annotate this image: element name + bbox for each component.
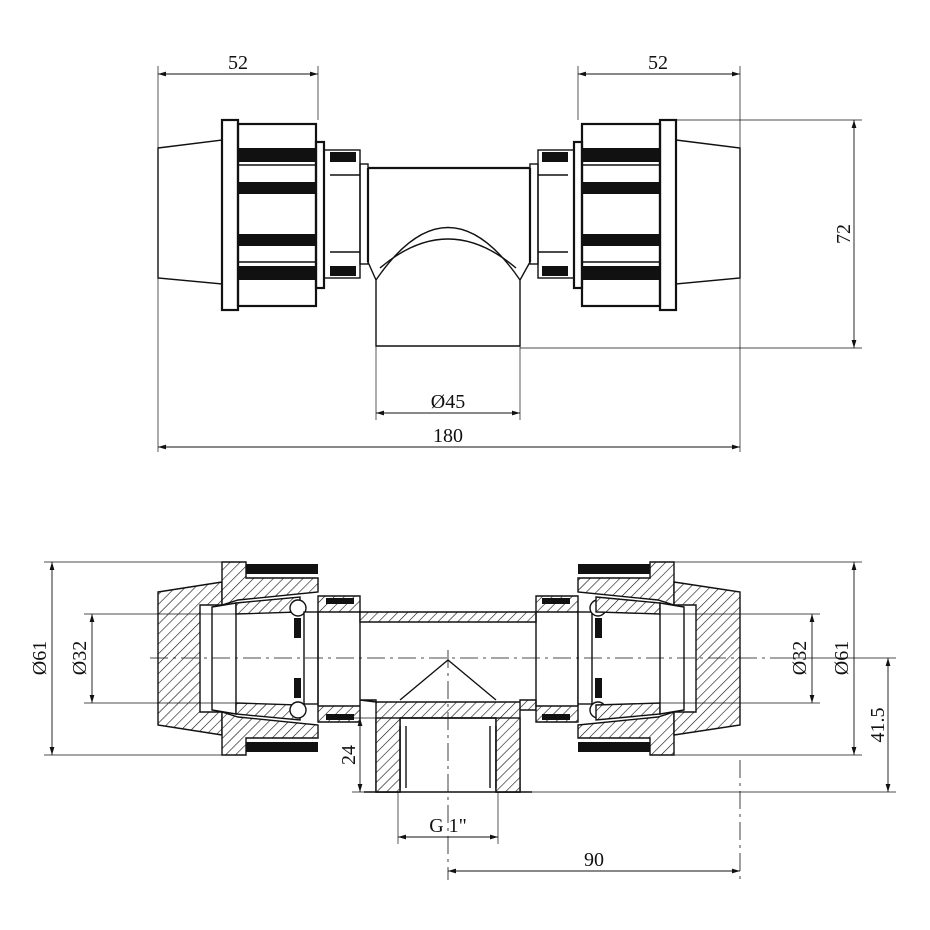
- dim-thread-size: G 1": [429, 815, 467, 837]
- right-compression-fitting: [529, 118, 741, 312]
- left-section-nut: [157, 561, 361, 756]
- dim-right-inner-diameter: Ø32: [789, 641, 811, 675]
- top-view-dimensions: 52 52 72 Ø45 180: [157, 52, 862, 452]
- dim-half-length: 90: [584, 849, 604, 871]
- right-section-nut: [535, 561, 741, 756]
- dim-top-right-width: 52: [648, 52, 668, 74]
- dim-branch-height: 24: [338, 745, 360, 765]
- top-view: 52 52 72 Ø45 180: [157, 52, 862, 452]
- dim-top-total-length: 180: [433, 425, 463, 447]
- section-view-dimensions: Ø61 Ø32 Ø32 Ø61 41.5 24 G 1" 90: [29, 561, 896, 874]
- tee-body: [366, 166, 532, 347]
- dim-right-outer-diameter: Ø61: [831, 641, 853, 675]
- dim-left-outer-diameter: Ø61: [29, 641, 51, 675]
- section-view: Ø61 Ø32 Ø32 Ø61 41.5 24 G 1" 90: [29, 561, 896, 880]
- dim-top-branch-diameter: Ø45: [431, 391, 465, 413]
- dim-top-height: 72: [833, 224, 855, 244]
- dim-left-inner-diameter: Ø32: [69, 641, 91, 675]
- dim-center-height: 41.5: [867, 708, 889, 743]
- left-compression-fitting: [157, 118, 369, 312]
- dim-top-left-width: 52: [228, 52, 248, 74]
- tee-section-body: [359, 611, 537, 793]
